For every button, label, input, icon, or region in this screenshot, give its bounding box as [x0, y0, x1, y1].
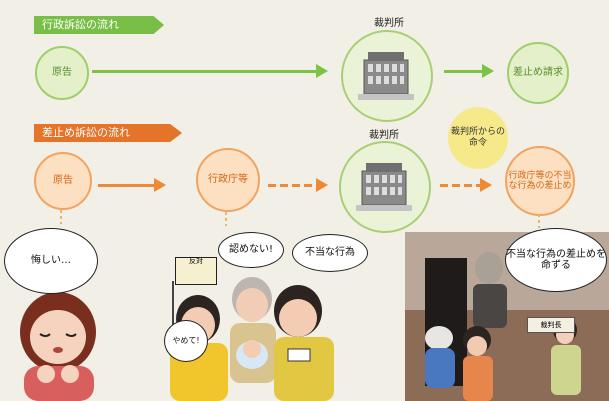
court-order-note: 裁判所からの命令 [448, 107, 508, 169]
speech-bubble-group-left: 認めない! [218, 232, 284, 268]
speech-bubble-judge: 不当な行為の差止めを命ずる [505, 228, 607, 292]
speech-bubble-frustrated: 悔しい… [4, 228, 98, 294]
sad-woman-illustration [20, 292, 96, 401]
courthouse-icon-middle [356, 163, 412, 211]
node-plaintiff-middle: 原告 [34, 152, 92, 210]
arrow-middle-2-head [316, 178, 328, 192]
banner-admin-flow: 行政訴訟の流れ [34, 16, 164, 34]
drop-line-2 [225, 212, 227, 226]
courthouse-icon-top [358, 52, 414, 100]
speech-bubble-group-top: 不当な行為 [292, 234, 368, 272]
banner-injunction-flow: 差止め訴訟の流れ [34, 124, 182, 142]
court-label-middle: 裁判所 [369, 130, 399, 141]
arrow-top-2 [444, 70, 484, 73]
arrow-middle-2 [268, 184, 318, 187]
drop-line-1 [60, 210, 62, 224]
arrow-middle-1 [98, 184, 156, 187]
speech-bubble-group-small: やめて! [164, 320, 208, 362]
arrow-middle-3-head [480, 178, 492, 192]
arrow-top-1 [92, 70, 318, 73]
judge-nameplate: 裁判長 [527, 317, 575, 333]
arrow-top-2-head [482, 64, 494, 78]
drop-line-3 [538, 214, 540, 228]
protest-sign: 反対 [175, 257, 217, 285]
node-plaintiff-top: 原告 [35, 46, 89, 100]
node-injunction-request-top: 差止め請求 [507, 42, 569, 104]
arrow-middle-3 [440, 184, 482, 187]
node-agency-middle: 行政庁等 [196, 148, 260, 212]
court-label-top: 裁判所 [374, 18, 404, 29]
node-injunction-middle: 行政庁等の不当な行為の差止め [505, 146, 575, 216]
arrow-top-1-head [316, 64, 328, 78]
arrow-middle-1-head [154, 178, 166, 192]
courtroom-figures-illustration [425, 252, 581, 401]
court-circle-top [341, 30, 433, 122]
